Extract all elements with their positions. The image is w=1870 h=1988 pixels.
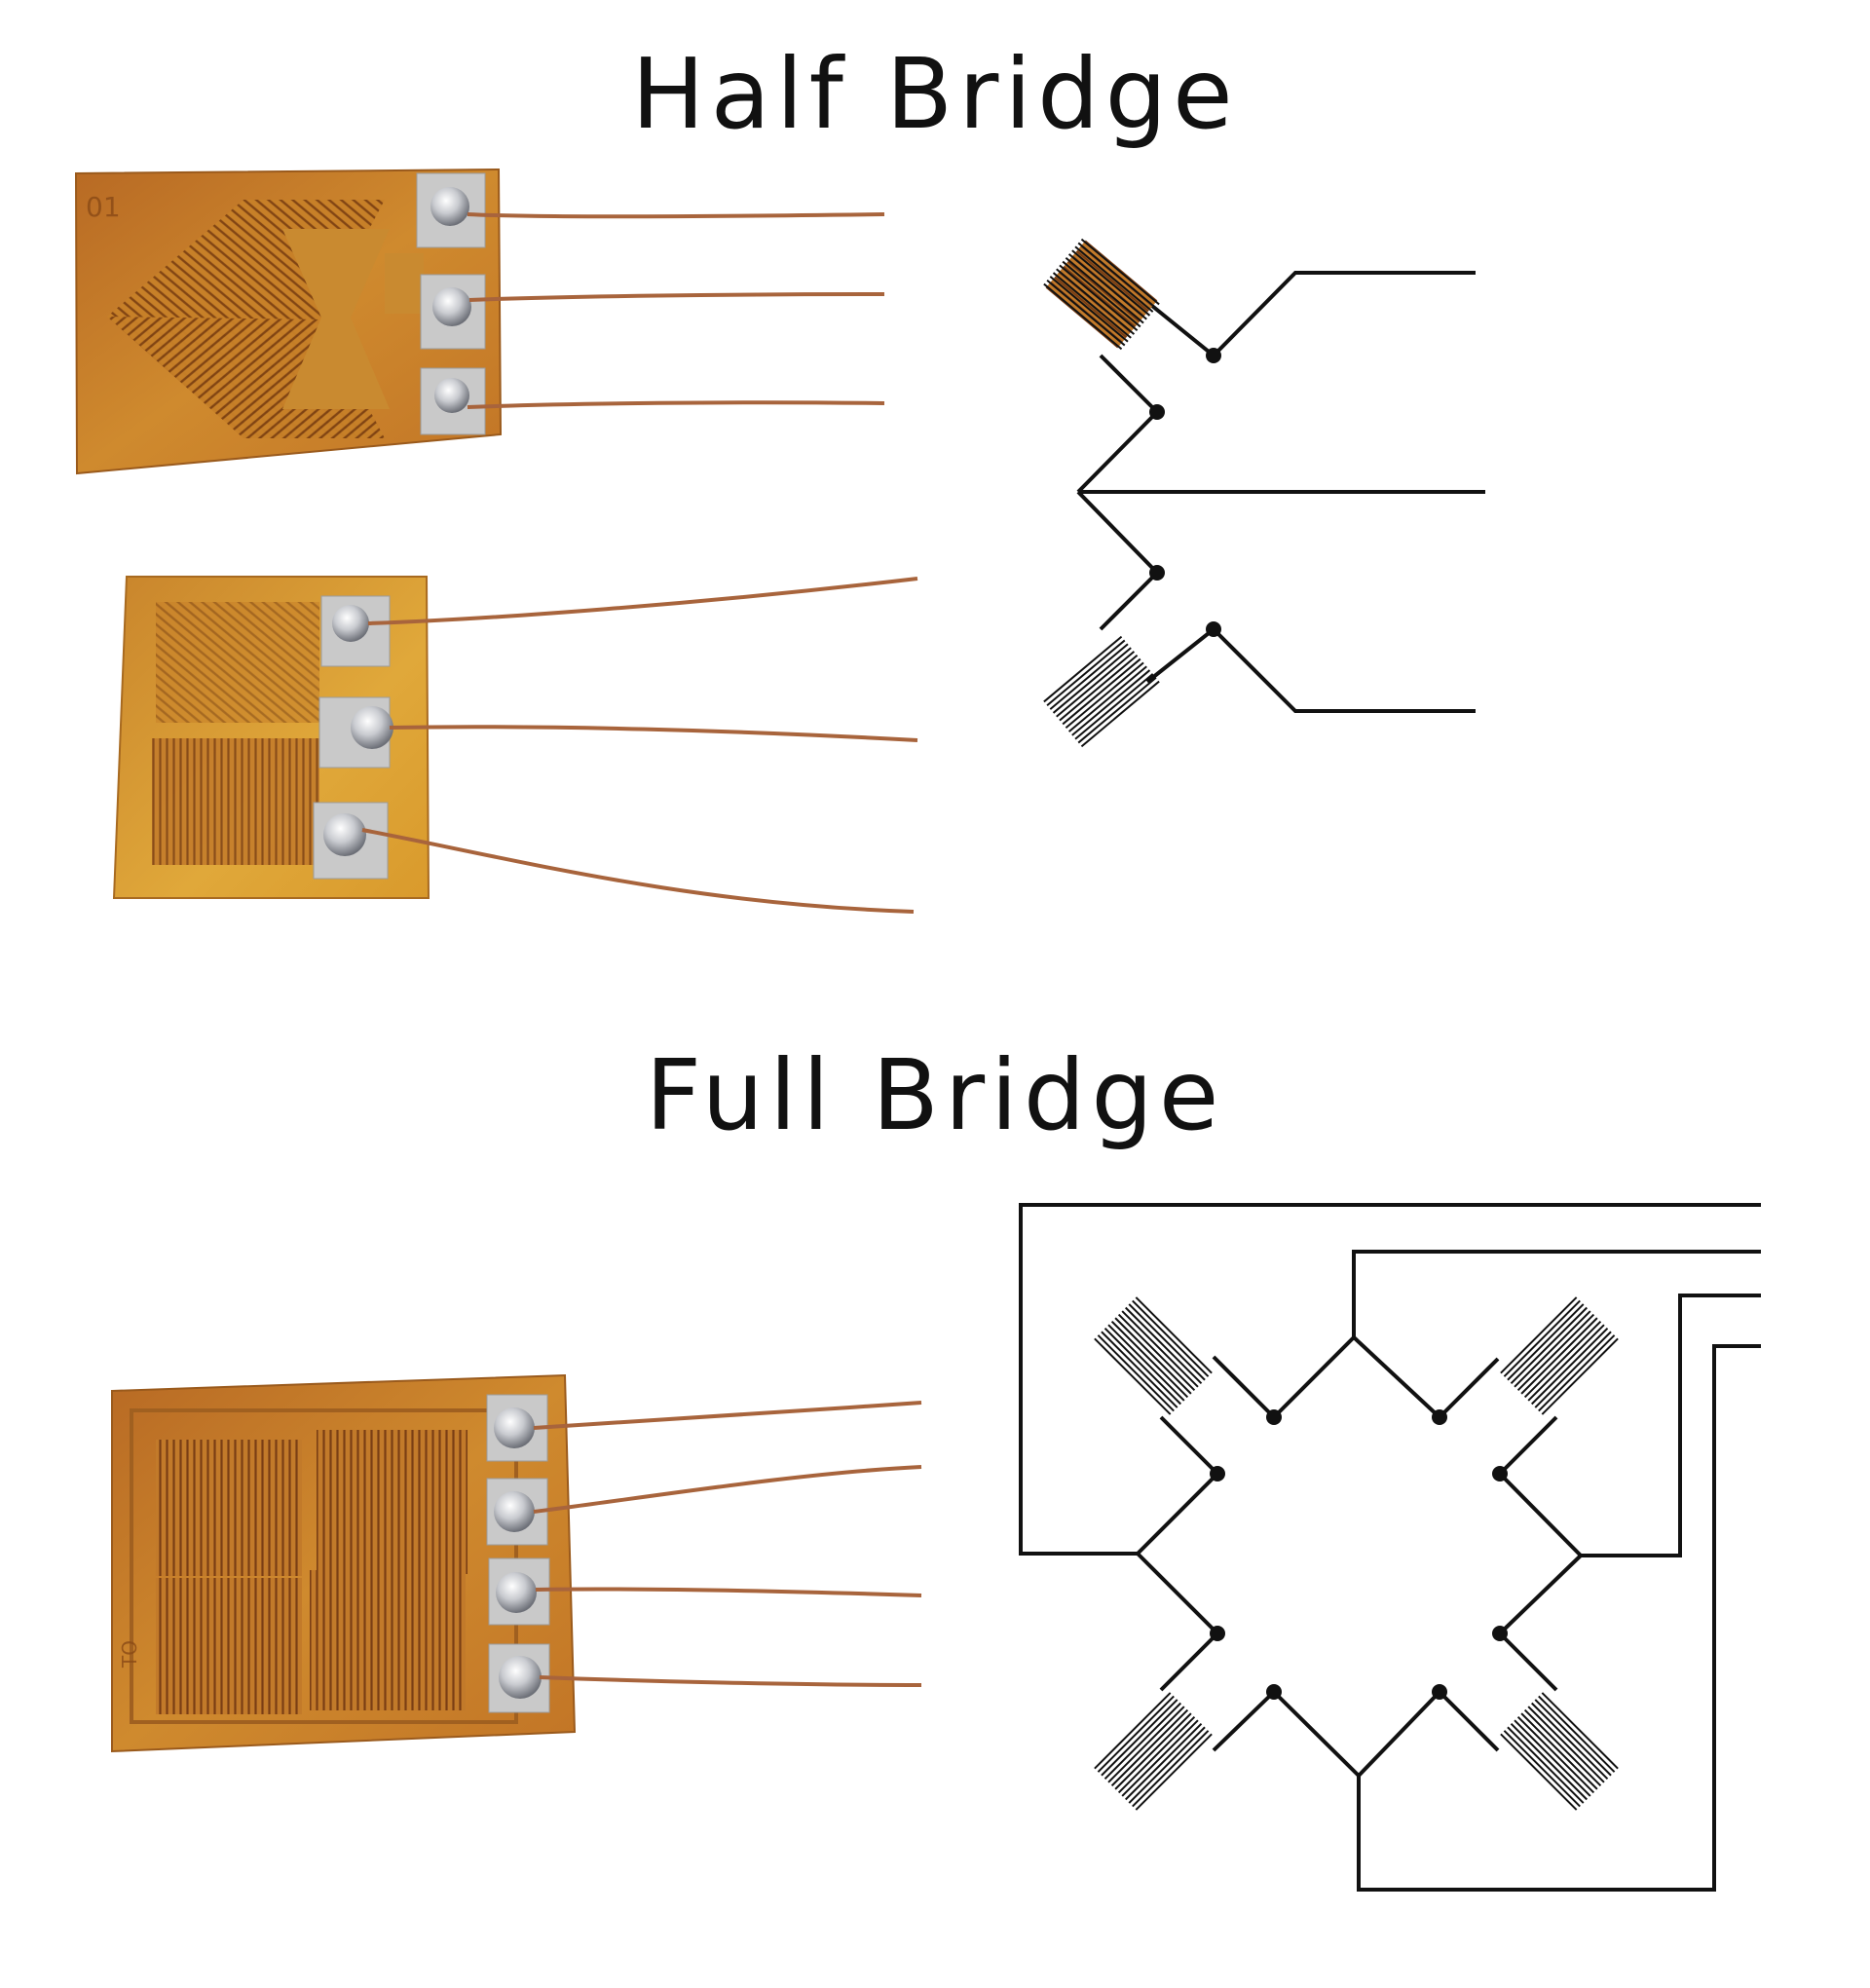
tr-gauge-lead-a: [1438, 1357, 1500, 1419]
junction-dot: [1432, 1409, 1447, 1425]
right-upper-arm: [1498, 1472, 1583, 1557]
junction-dot: [1206, 621, 1221, 637]
full-bridge-schematic: [1019, 1203, 1761, 1892]
full-bridge-gauge-photo: TO: [111, 1373, 922, 1753]
upper-connection: [1076, 354, 1160, 494]
half-bridge-junction-dots: [1149, 348, 1221, 637]
br-gauge-lead-a: [1498, 1632, 1558, 1692]
br-gauge-lead-b: [1438, 1690, 1500, 1752]
junction-dot: [1149, 565, 1165, 581]
half-bridge-lower-gauge-symbol: [1043, 635, 1160, 748]
junction-dot: [1149, 404, 1165, 420]
full-bridge-junction-dots: [1210, 1409, 1508, 1700]
top-left-arm: [1272, 1335, 1356, 1419]
junction-dot: [1266, 1409, 1282, 1425]
lead-3: [1581, 1294, 1761, 1557]
chevron-gauge-label: 01: [86, 191, 121, 223]
lower-lead: [1145, 626, 1476, 713]
lead-2: [1352, 1250, 1761, 1337]
bottom-left-arm: [1272, 1690, 1361, 1778]
junction-dot: [1492, 1626, 1508, 1641]
right-lower-arm: [1498, 1554, 1583, 1635]
lead-4: [1357, 1344, 1761, 1892]
junction-dot: [1206, 348, 1221, 363]
full-bridge-gauge-top-left: [1094, 1296, 1213, 1415]
bottom-right-arm: [1357, 1690, 1441, 1778]
junction-dot: [1210, 1626, 1225, 1641]
upper-lead: [1145, 271, 1476, 358]
chevron-half-bridge-gauge-photo: 01: [74, 168, 885, 475]
bl-gauge-lead-a: [1159, 1632, 1219, 1692]
full-bridge-gauge-bottom-right: [1500, 1692, 1619, 1811]
full-bridge-title: Full Bridge: [645, 1038, 1225, 1152]
junction-dot: [1210, 1466, 1225, 1482]
junction-dot: [1432, 1684, 1447, 1700]
tl-gauge-lead-a: [1212, 1355, 1276, 1419]
junction-dot: [1266, 1684, 1282, 1700]
lower-connection: [1076, 490, 1160, 631]
dual-grid-half-bridge-gauge-photo: [112, 576, 918, 914]
junction-dot: [1492, 1466, 1508, 1482]
full-bridge-gauge-bottom-left: [1094, 1692, 1213, 1811]
top-right-arm: [1352, 1335, 1441, 1419]
full-bridge-gauge-label: TO: [118, 1640, 141, 1669]
half-bridge-schematic: [1076, 271, 1485, 713]
tr-gauge-lead-b: [1498, 1415, 1558, 1476]
tl-gauge-lead-b: [1159, 1415, 1219, 1476]
half-bridge-upper-gauge-symbol: [1043, 238, 1160, 351]
left-upper-arm: [1136, 1472, 1219, 1556]
bl-gauge-lead-b: [1212, 1690, 1276, 1752]
lead-1: [1019, 1203, 1761, 1556]
full-bridge-gauge-top-right: [1500, 1296, 1619, 1415]
left-lower-arm: [1136, 1552, 1219, 1635]
half-bridge-title: Half Bridge: [631, 37, 1239, 151]
